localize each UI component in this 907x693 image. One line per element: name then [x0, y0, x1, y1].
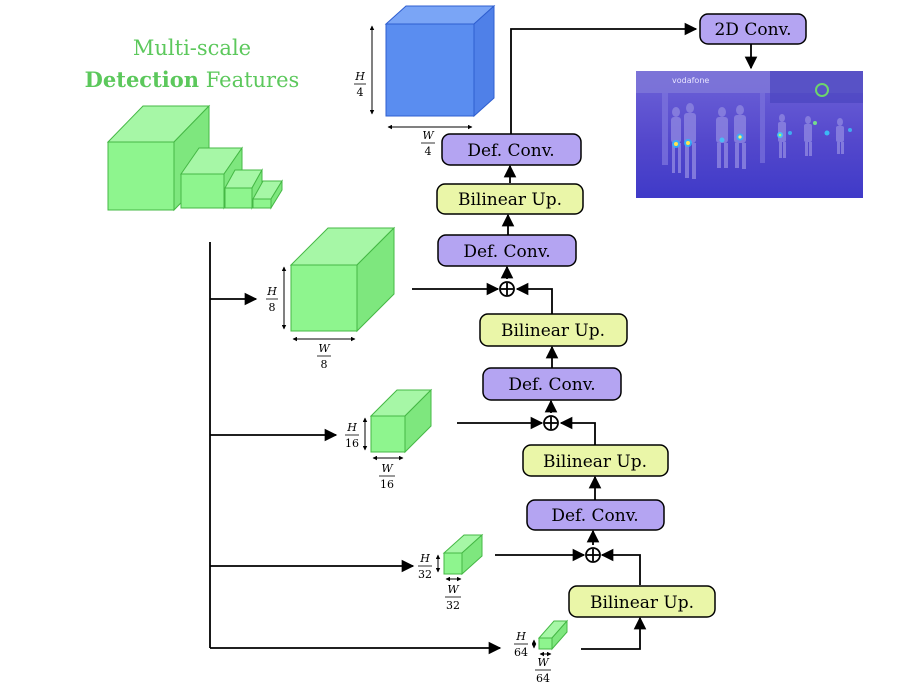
dim-label-w-s16: W 16 [379, 462, 395, 491]
frac-num: H [346, 421, 357, 434]
title-line2: Detection Features [85, 67, 300, 92]
sum-node-s32 [585, 547, 601, 563]
frac-den: 8 [269, 301, 276, 314]
arrow-bilinear32-to-sum16 [559, 416, 596, 445]
dim-label-w-s8: W 8 [317, 342, 331, 371]
title: Multi-scale Detection Features [85, 36, 300, 92]
node-bilinear-s64: Bilinear Up. [568, 585, 716, 618]
node-label: Bilinear Up. [458, 190, 562, 210]
node-def-conv-s4: Def. Conv. [441, 133, 582, 166]
sum-node-s8 [499, 281, 515, 297]
dim-label-h-s4: H 4 [354, 70, 366, 99]
arrow-defconv4-to-2dconv [510, 22, 698, 134]
title-bold-word: Detection [85, 67, 199, 92]
dim-label-w-s32: W 32 [445, 583, 461, 612]
node-def-conv-s8: Def. Conv. [437, 234, 577, 267]
frac-den: 8 [321, 358, 328, 371]
store-sign-text: vodafone [672, 76, 709, 85]
frac-num: W [422, 129, 435, 142]
node-label: 2D Conv. [714, 20, 791, 40]
dim-label-h-s16: H 16 [345, 421, 359, 450]
node-label: Def. Conv. [467, 141, 554, 161]
feature-cube-s8 [289, 226, 396, 333]
node-label: Bilinear Up. [543, 452, 647, 472]
input-trunk [209, 242, 502, 655]
feature-cube-s64 [537, 619, 569, 651]
node-label: Def. Conv. [508, 375, 595, 395]
frac-den: 16 [380, 478, 394, 491]
arrow-s64-to-bilinear [581, 616, 647, 650]
frac-num: W [381, 462, 394, 475]
node-label: Bilinear Up. [590, 593, 694, 613]
output-heatmap-image: vodafone [636, 71, 863, 198]
dim-label-h-s64: H 64 [514, 630, 528, 659]
node-bilinear-s8: Bilinear Up. [436, 183, 584, 215]
frac-den: 64 [536, 672, 550, 685]
legend-cube-tiny [252, 179, 283, 210]
frac-num: H [515, 630, 526, 643]
frac-den: 4 [425, 145, 432, 158]
feature-cube-s4 [384, 4, 496, 118]
dim-label-w-s64: W 64 [535, 656, 551, 685]
frac-num: H [266, 285, 277, 298]
node-label: Def. Conv. [551, 506, 638, 526]
feature-cube-s32 [442, 533, 484, 576]
frac-den: 4 [357, 86, 364, 99]
title-line2-rest: Features [199, 68, 299, 92]
arrow-bilinear16-to-sum8 [515, 282, 553, 314]
frac-num: W [537, 656, 550, 669]
node-def-conv-s32: Def. Conv. [526, 499, 665, 531]
sum-node-s16 [543, 415, 559, 431]
frac-den: 64 [514, 646, 528, 659]
frac-num: H [354, 70, 365, 83]
frac-den: 32 [418, 568, 432, 581]
legend-feature-pyramid [106, 104, 283, 212]
dim-label-h-s32: H 32 [418, 552, 432, 581]
frac-num: W [318, 342, 331, 355]
heatmap-hotspots [672, 121, 852, 148]
pedestrian-silhouettes [671, 103, 844, 179]
feature-cube-s16 [369, 388, 433, 454]
node-bilinear-s32: Bilinear Up. [522, 444, 669, 477]
dim-label-w-s4: W 4 [421, 129, 435, 158]
frac-den: 16 [345, 437, 359, 450]
legend-cube-small [224, 168, 263, 210]
store-logo-icon [815, 83, 829, 97]
node-def-conv-s16: Def. Conv. [482, 367, 622, 401]
node-label: Bilinear Up. [501, 321, 605, 341]
dim-label-h-s8: H 8 [266, 285, 278, 314]
node-bilinear-s16: Bilinear Up. [479, 313, 628, 347]
arrow-bilinear64-to-sum32 [600, 548, 641, 585]
frac-den: 32 [446, 599, 460, 612]
title-line1: Multi-scale [133, 36, 251, 60]
node-2d-conv: 2D Conv. [699, 13, 807, 45]
node-label: Def. Conv. [463, 242, 550, 262]
frac-num: H [419, 552, 430, 565]
frac-num: W [447, 583, 460, 596]
